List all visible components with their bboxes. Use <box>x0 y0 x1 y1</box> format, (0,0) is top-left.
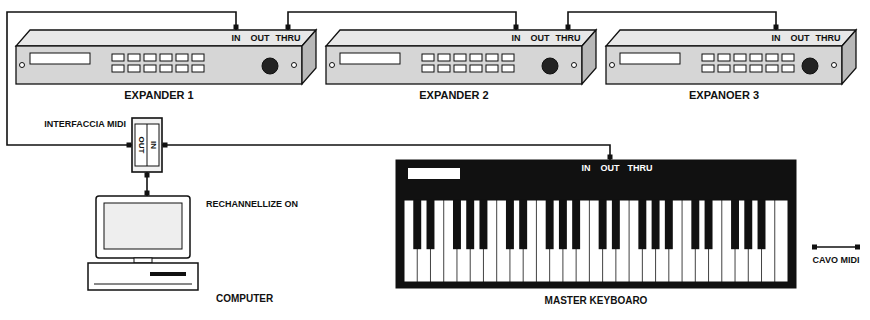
jack-label: OUT <box>601 164 620 173</box>
expander: INOUTTHRUEXPANOER 3 <box>606 30 856 84</box>
note-label: RECHANNELLIZE ON <box>206 200 298 209</box>
port-label: IN <box>149 141 157 149</box>
device-label: EXPANDER 2 <box>419 90 488 101</box>
midi-interface-drawing <box>132 118 162 172</box>
jack-label: OUT <box>251 34 270 43</box>
jack-label: IN <box>512 34 521 43</box>
device-label: EXPANDER 1 <box>124 90 193 101</box>
midi-cable <box>566 12 779 30</box>
jack-label: THRU <box>816 34 841 43</box>
midi-interface: INTERFACCIA MIDIOUTIN <box>132 118 162 172</box>
cable-sample <box>808 242 864 252</box>
expander: INOUTTHRUEXPANDER 1 <box>16 30 316 84</box>
computer: RECHANNELLIZE ONCOMPUTER <box>88 196 198 292</box>
midi-cable <box>286 12 519 30</box>
legend-item: CAVO MIDI <box>808 242 864 270</box>
device-label: INTERFACCIA MIDI <box>44 120 126 129</box>
jack-label: OUT <box>791 34 810 43</box>
device-label: COMPUTER <box>216 294 273 304</box>
jack-label: OUT <box>531 34 550 43</box>
jack-label: IN <box>772 34 781 43</box>
port-label: OUT <box>137 137 145 154</box>
master-keyboard-drawing <box>396 160 796 288</box>
expander: INOUTTHRUEXPANDER 2 <box>326 30 596 84</box>
computer-drawing <box>88 196 198 292</box>
jack-label: THRU <box>556 34 581 43</box>
jack-label: THRU <box>276 34 301 43</box>
master-keyboard: INOUTTHRUMASTER KEYBOARO <box>396 160 796 288</box>
jack-label: THRU <box>628 164 653 173</box>
device-label: EXPANOER 3 <box>689 90 759 101</box>
jack-label: IN <box>582 164 591 173</box>
midi-cable <box>162 143 613 161</box>
device-label: MASTER KEYBOARO <box>545 296 648 306</box>
expander-drawing <box>16 30 316 84</box>
midi-cable <box>145 172 150 196</box>
legend-label: CAVO MIDI <box>813 256 860 265</box>
jack-label: IN <box>232 34 241 43</box>
